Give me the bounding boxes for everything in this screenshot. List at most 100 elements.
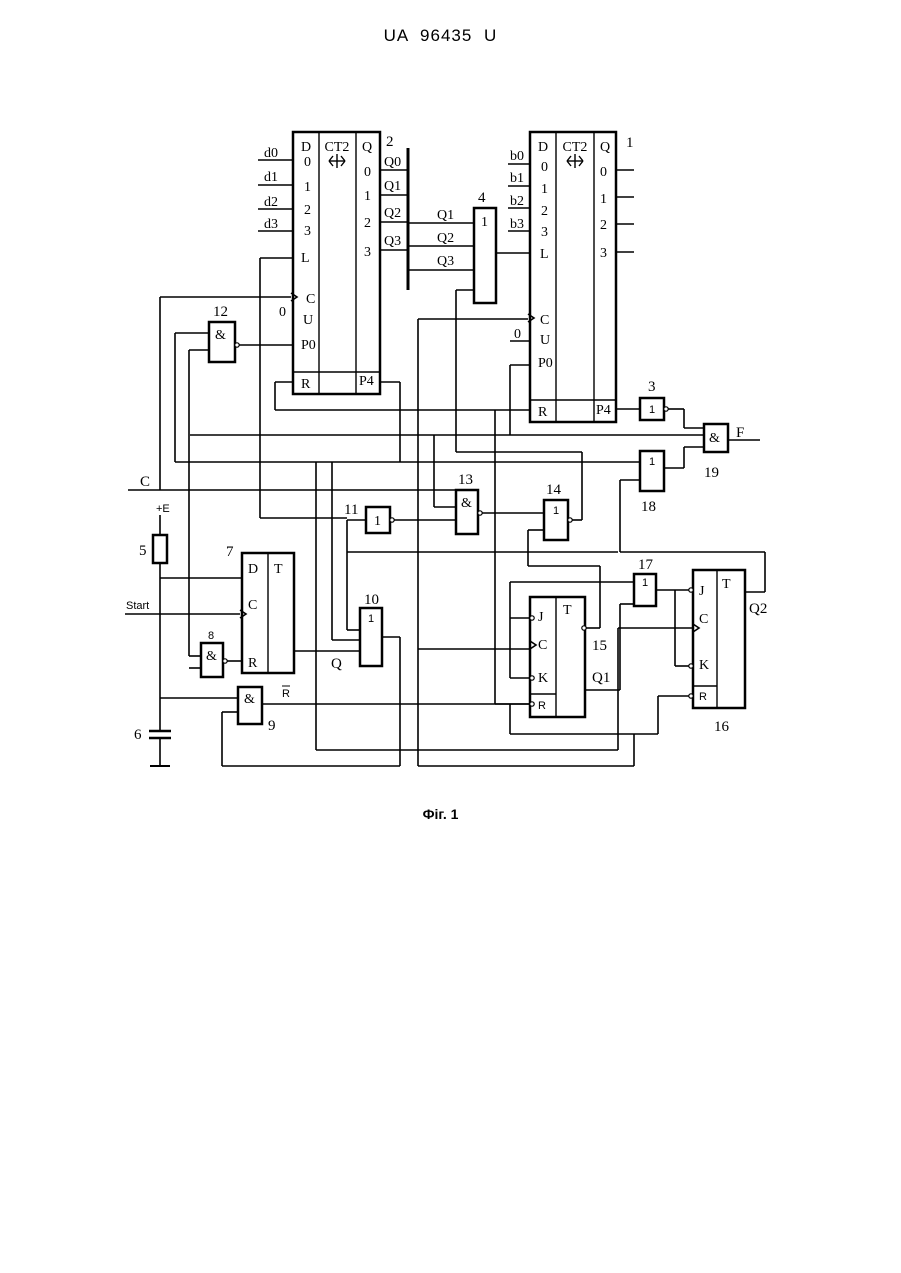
- element-13-number: 13: [458, 472, 473, 488]
- bus: Q0 Q1 Q2 Q3 Q1 Q2 Q3: [380, 148, 474, 290]
- counter-1-d-label: D: [538, 140, 548, 155]
- not-gate-3: 1 3: [640, 379, 668, 420]
- bus-q1: Q1: [384, 179, 401, 194]
- or-gate-10: 1 10: [360, 592, 382, 666]
- trigger-16-q2-label: Q2: [749, 601, 767, 617]
- counter-1-reset-label: R: [538, 405, 548, 420]
- capacitor-6: 6: [134, 727, 171, 766]
- trigger-16-k: K: [699, 658, 709, 673]
- trigger-16-j: J: [699, 584, 705, 599]
- element-12-number: 12: [213, 304, 228, 320]
- and-gate-13-symbol: &: [461, 496, 472, 511]
- counter-1-type: CT2: [563, 140, 588, 155]
- counter-2-type: CT2: [325, 140, 350, 155]
- and-gate-19: & 19: [704, 424, 728, 481]
- not-gate-11-symbol: 1: [374, 514, 381, 529]
- input-d3: d3: [264, 217, 278, 232]
- counter-1-out-0: 0: [600, 165, 607, 180]
- trigger-7-t: T: [274, 562, 283, 577]
- and-gate-12-symbol: &: [215, 328, 226, 343]
- counter-2-out-0: 0: [364, 165, 371, 180]
- counter-1-out-1: 1: [600, 192, 607, 207]
- counter-1-p4-label: P4: [596, 403, 611, 418]
- counter-1-load-label: L: [540, 247, 549, 262]
- element-11-number: 11: [344, 502, 358, 518]
- input-b0: b0: [510, 149, 524, 164]
- d-inputs: d0 d1 d2 d3: [258, 146, 293, 232]
- trigger-15-j: J: [538, 610, 544, 625]
- jk-trigger-15: J C K R T 15 Q1: [530, 597, 611, 717]
- counter-1-in-3: 3: [541, 225, 548, 240]
- trigger-7-c: C: [248, 598, 257, 613]
- d-trigger-7: D C R T 7: [226, 544, 294, 673]
- or-gate-17-symbol: 1: [642, 577, 648, 589]
- circuit-diagram: CT2 D 0 1 2 3 L C U P0 R Q 0 1 2 3 P4 0 …: [0, 0, 901, 800]
- trigger-15-k: K: [538, 671, 548, 686]
- start-input-label: Start: [126, 600, 149, 612]
- reset-bar-label: R: [282, 688, 290, 700]
- counter-2-p0-label: P0: [301, 338, 316, 353]
- counter-1-p0-label: P0: [538, 356, 553, 371]
- figure-caption: Фіг. 1: [0, 806, 881, 822]
- output-f-label: F: [736, 425, 744, 441]
- counter-2-zero: 0: [279, 305, 286, 320]
- element-19-number: 19: [704, 465, 719, 481]
- input-d2: d2: [264, 195, 278, 210]
- counter-2: CT2 D 0 1 2 3 L C U P0 R Q 0 1 2 3 P4 0 …: [279, 132, 394, 394]
- or4-in-q2: Q2: [437, 231, 454, 246]
- and-gate-12: & 12: [209, 304, 239, 362]
- counter-2-load-label: L: [301, 251, 310, 266]
- element-7-number: 7: [226, 544, 234, 560]
- jk-trigger-16: J C K R T 16 Q2: [689, 570, 768, 735]
- element-10-number: 10: [364, 592, 379, 608]
- clock-c-label: C: [140, 474, 150, 490]
- bus-q2: Q2: [384, 206, 401, 221]
- or-gate-4-symbol: 1: [481, 215, 488, 230]
- element-17-number: 17: [638, 557, 654, 573]
- input-d0: d0: [264, 146, 278, 161]
- or-gate-14-symbol: 1: [553, 505, 559, 517]
- or-gate-14: 1 14: [544, 482, 572, 540]
- and-gate-8: & 8: [201, 630, 227, 677]
- element-8-number: 8: [208, 630, 214, 642]
- element-1-number: 1: [626, 135, 634, 151]
- element-3-number: 3: [648, 379, 656, 395]
- element-4-number: 4: [478, 190, 486, 206]
- and-gate-8-symbol: &: [206, 649, 217, 664]
- trigger-15-r: R: [538, 700, 546, 712]
- trigger-7-r: R: [248, 656, 258, 671]
- bus-q0: Q0: [384, 155, 401, 170]
- and-gate-19-symbol: &: [709, 431, 720, 446]
- element-6-number: 6: [134, 727, 142, 743]
- counter-2-up-label: U: [303, 313, 313, 328]
- counter-1-in-0: 0: [541, 160, 548, 175]
- element-18-number: 18: [641, 499, 656, 515]
- input-b3: b3: [510, 217, 524, 232]
- and-gate-13: & 13: [456, 472, 482, 534]
- or4-in-q3: Q3: [437, 254, 454, 269]
- trigger-15-t: T: [563, 603, 572, 618]
- counter-2-reset-label: R: [301, 377, 311, 392]
- trigger-16-t: T: [722, 577, 731, 592]
- counter-2-in-3: 3: [304, 224, 311, 239]
- counter-2-out-1: 1: [364, 189, 371, 204]
- counter-2-p4-label: P4: [359, 374, 374, 389]
- counter-1-up-label: U: [540, 333, 550, 348]
- counter-1-q-label: Q: [600, 140, 610, 155]
- counter-2-out-3: 3: [364, 245, 371, 260]
- input-b1: b1: [510, 171, 524, 186]
- trigger-7-q-label: Q: [331, 656, 342, 672]
- and-gate-9: & 9 R: [238, 686, 290, 734]
- element-5-number: 5: [139, 543, 147, 559]
- element-9-number: 9: [268, 718, 276, 734]
- supply-e-label: +E: [156, 503, 170, 515]
- or4-in-q1: Q1: [437, 208, 454, 223]
- input-b2: b2: [510, 194, 524, 209]
- trigger-16-r: R: [699, 691, 707, 703]
- element-2-number: 2: [386, 134, 394, 150]
- counter-2-q-label: Q: [362, 140, 372, 155]
- trigger-16-c: C: [699, 612, 708, 627]
- counter-1-in-1: 1: [541, 182, 548, 197]
- or-gate-18-symbol: 1: [649, 456, 655, 468]
- counter-1: CT2 D 0 1 2 3 L C U P0 R Q 0 1 2 3 P4 0 …: [514, 132, 634, 422]
